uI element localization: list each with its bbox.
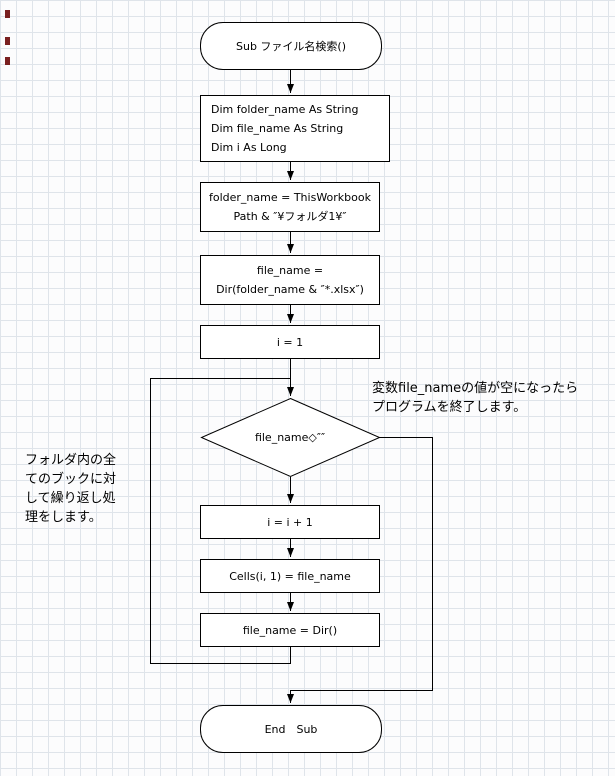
decision-diamond[interactable] — [200, 397, 381, 478]
init-counter-box[interactable]: i = 1 — [200, 325, 380, 359]
start-label: Sub ファイル名検索() — [235, 39, 346, 53]
next-file-label: file_name = Dir() — [242, 623, 338, 637]
increment-box[interactable]: i = i + 1 — [200, 505, 380, 539]
annotation-loop-note-line: フォルダ内の全 — [25, 453, 117, 468]
assign-folder-box[interactable]: folder_name = ThisWorkbook Path & ″¥フォルダ… — [200, 182, 380, 232]
assign-folder-line: folder_name = ThisWorkbook — [209, 191, 371, 204]
red-mark — [5, 57, 10, 65]
end-label: End Sub — [264, 722, 318, 736]
assign-filename-line: file_name = — [256, 264, 324, 277]
increment-label: i = i + 1 — [267, 515, 313, 529]
annotation-loop-note-line: 理をします。 — [25, 510, 102, 525]
write-cell-label: Cells(i, 1) = file_name — [229, 569, 351, 583]
annotation-loop-note-line: して繰り返し処 — [25, 491, 116, 506]
write-cell-box[interactable]: Cells(i, 1) = file_name — [200, 559, 380, 593]
red-mark — [5, 37, 10, 45]
decision-text: file_name◇″″ — [254, 431, 326, 444]
declare-line: Dim folder_name As String — [211, 103, 359, 116]
loop-exit-connector — [287, 437, 433, 703]
declare-line: Dim file_name As String — [211, 122, 344, 135]
end-terminal[interactable]: End Sub — [200, 705, 382, 753]
decision-label: file_name◇″″ — [200, 398, 380, 477]
annotation-loop-note[interactable]: フォルダ内の全 てのブックに対 して繰り返し処 理をします。 — [25, 451, 116, 527]
red-mark — [5, 10, 10, 18]
assign-folder-line: Path & ″¥フォルダ1¥″ — [233, 210, 347, 223]
declare-line: Dim i As Long — [211, 141, 287, 154]
annotation-loop-note-line: てのブックに対 — [25, 472, 117, 487]
annotation-loop-exit[interactable]: 変数file_nameの値が空になったら プログラムを終了します。 — [372, 379, 578, 417]
init-counter-label: i = 1 — [276, 335, 304, 349]
declare-variables-box[interactable]: Dim folder_name As String Dim file_name … — [200, 95, 390, 162]
loop-back-connector — [150, 378, 291, 664]
start-terminal[interactable]: Sub ファイル名検索() — [200, 22, 382, 70]
annotation-loop-exit-line: 変数file_nameの値が空になったら — [372, 381, 579, 396]
annotation-loop-exit-line: プログラムを終了します。 — [372, 400, 527, 415]
assign-filename-line: Dir(folder_name & ″*.xlsx″) — [216, 283, 364, 296]
assign-filename-box[interactable]: file_name = Dir(folder_name & ″*.xlsx″) — [200, 255, 380, 305]
next-file-box[interactable]: file_name = Dir() — [200, 613, 380, 647]
